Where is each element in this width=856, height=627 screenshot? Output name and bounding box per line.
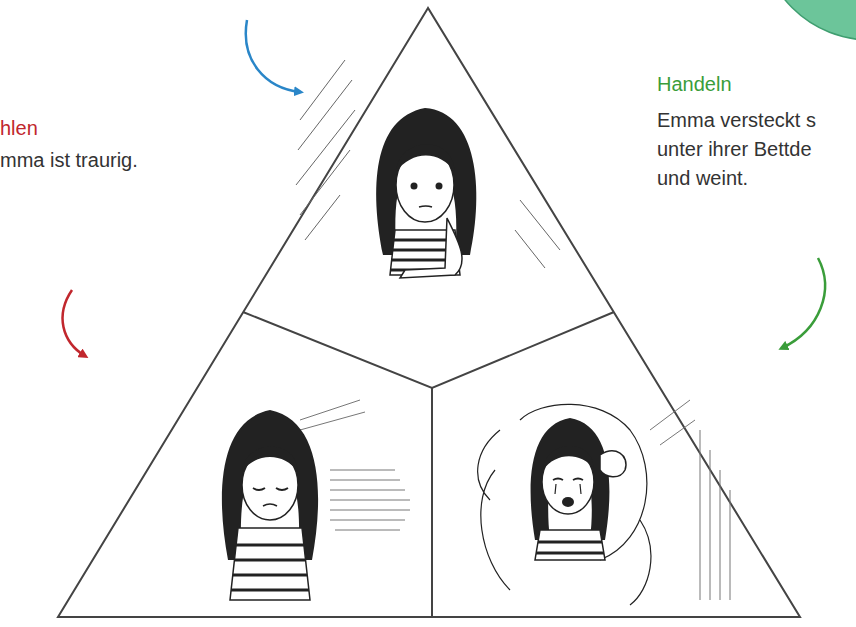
shirt <box>230 528 310 600</box>
shirt-stripes <box>536 542 604 553</box>
duvet <box>520 404 647 560</box>
label-text: Handeln <box>657 70 847 99</box>
triangle-outline <box>58 8 800 617</box>
duvet <box>478 430 651 605</box>
closed-eyes <box>253 488 288 490</box>
arm <box>400 218 462 278</box>
hair <box>396 144 455 172</box>
label-text: Emma versteckt s unter ihrer Bettde und … <box>657 106 847 193</box>
mouth <box>419 206 432 207</box>
eye <box>411 183 418 190</box>
eye <box>436 183 443 190</box>
mouth <box>562 497 574 507</box>
hatching <box>650 400 730 600</box>
shirt <box>535 530 605 560</box>
tears <box>555 484 581 494</box>
hand <box>600 451 626 477</box>
label-text: mma ist traurig. <box>0 146 220 175</box>
label-text: hlen <box>0 114 120 143</box>
hair <box>242 446 298 472</box>
curved-arrow <box>246 20 300 92</box>
curved-arrow <box>63 290 85 356</box>
mouth <box>263 504 277 506</box>
corner-circle <box>760 0 856 40</box>
hair <box>531 418 610 540</box>
curved-arrow <box>782 258 825 348</box>
shirt-stripes <box>231 545 309 590</box>
crying-eyes <box>553 479 583 481</box>
hair <box>543 446 594 470</box>
